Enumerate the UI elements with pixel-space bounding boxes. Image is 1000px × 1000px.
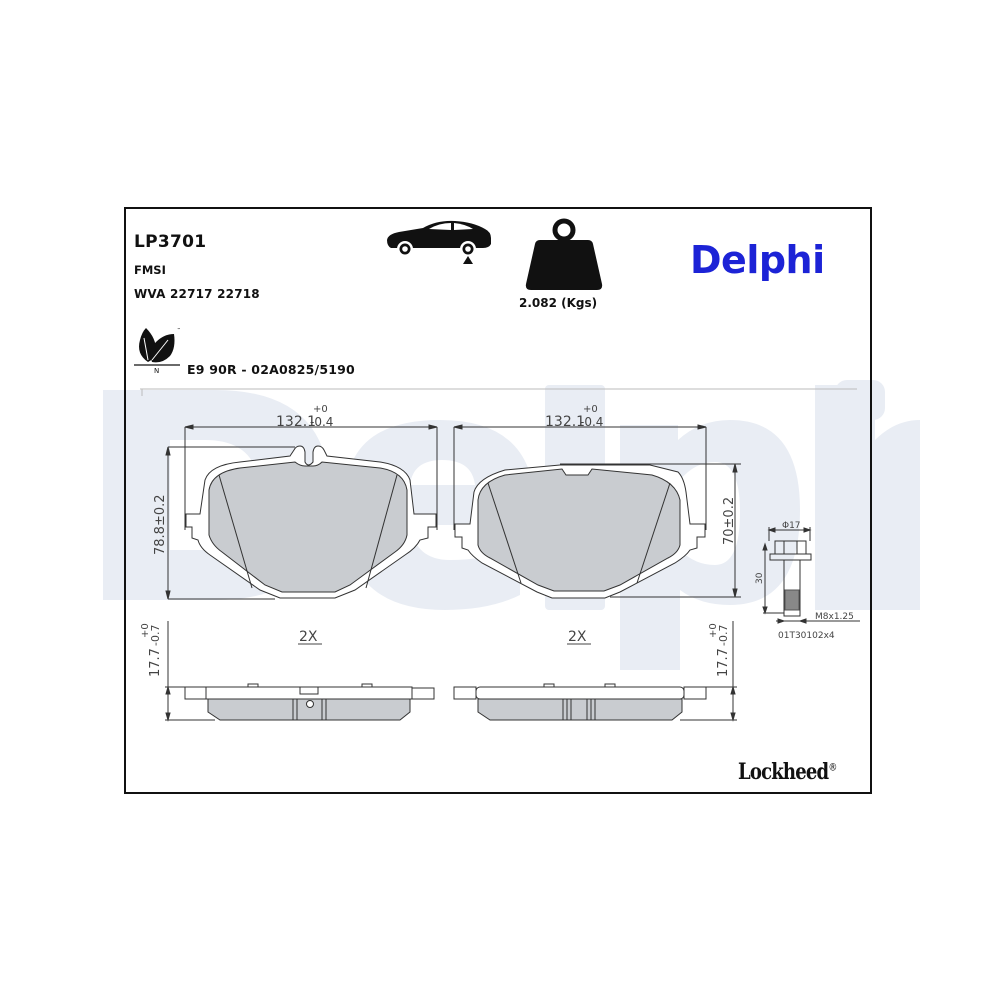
svg-text:™: ™ xyxy=(177,327,181,332)
svg-text:-0.7: -0.7 xyxy=(717,625,730,646)
svg-text:M8x1.25: M8x1.25 xyxy=(815,612,854,622)
svg-text:132.1: 132.1 xyxy=(276,414,316,430)
pad-left-thickness-text: 17.7 +0 -0.7 xyxy=(140,623,163,677)
svg-text:+0: +0 xyxy=(140,623,151,638)
svg-text:+0: +0 xyxy=(708,623,719,638)
datasheet-frame xyxy=(124,207,872,794)
svg-text:17.7: 17.7 xyxy=(716,648,731,677)
pad-left-front-view xyxy=(165,424,438,600)
svg-text:-0.7: -0.7 xyxy=(149,625,162,646)
svg-text:+0: +0 xyxy=(583,404,598,415)
eco-leaf-icon: N ™ xyxy=(134,327,181,374)
pad-left-quantity: 2X xyxy=(299,629,318,645)
lockheed-logo: Lockheed® xyxy=(738,759,837,785)
svg-text:132.1: 132.1 xyxy=(545,414,585,430)
eco-label: N xyxy=(154,367,159,374)
svg-text:Φ17: Φ17 xyxy=(782,521,801,531)
pad-right-quantity: 2X xyxy=(568,629,587,645)
weight-icon xyxy=(525,218,603,290)
svg-text:-0.4: -0.4 xyxy=(580,415,603,429)
wva-numbers: WVA 22717 22718 xyxy=(134,287,260,301)
svg-text:30: 30 xyxy=(755,572,765,584)
car-rear-axle-icon xyxy=(387,220,491,264)
pad-left-side-view xyxy=(165,621,435,722)
svg-text:01T30102x4: 01T30102x4 xyxy=(778,631,835,641)
pad-right-side-view xyxy=(453,621,737,722)
svg-text:17.7: 17.7 xyxy=(148,648,163,677)
pad-left-dimension-text: 132.1 +0 -0.4 78.8±0.2 xyxy=(153,404,333,555)
weight-value: 2.082 (Kgs) xyxy=(519,296,598,310)
bolt-drawing xyxy=(762,527,860,624)
fmsi-label: FMSI xyxy=(134,263,166,277)
pad-right-front-view xyxy=(453,424,741,599)
delphi-logo: Delphi xyxy=(690,238,825,282)
bolt-dimension-text: Φ17 30 M8x1.25 01T30102x4 xyxy=(755,521,854,641)
pad-right-thickness-text: 17.7 +0 -0.7 xyxy=(708,623,731,677)
quantity-labels: 2X 2X xyxy=(299,629,587,645)
svg-text:78.8±0.2: 78.8±0.2 xyxy=(153,494,168,555)
part-number: LP3701 xyxy=(134,232,207,252)
svg-text:-0.4: -0.4 xyxy=(310,415,333,429)
svg-text:70±0.2: 70±0.2 xyxy=(722,497,737,545)
pad-right-dimension-text: 132.1 +0 -0.4 70±0.2 xyxy=(545,404,737,545)
approval-code: E9 90R - 02A0825/5190 xyxy=(187,362,355,377)
svg-text:+0: +0 xyxy=(313,404,328,415)
